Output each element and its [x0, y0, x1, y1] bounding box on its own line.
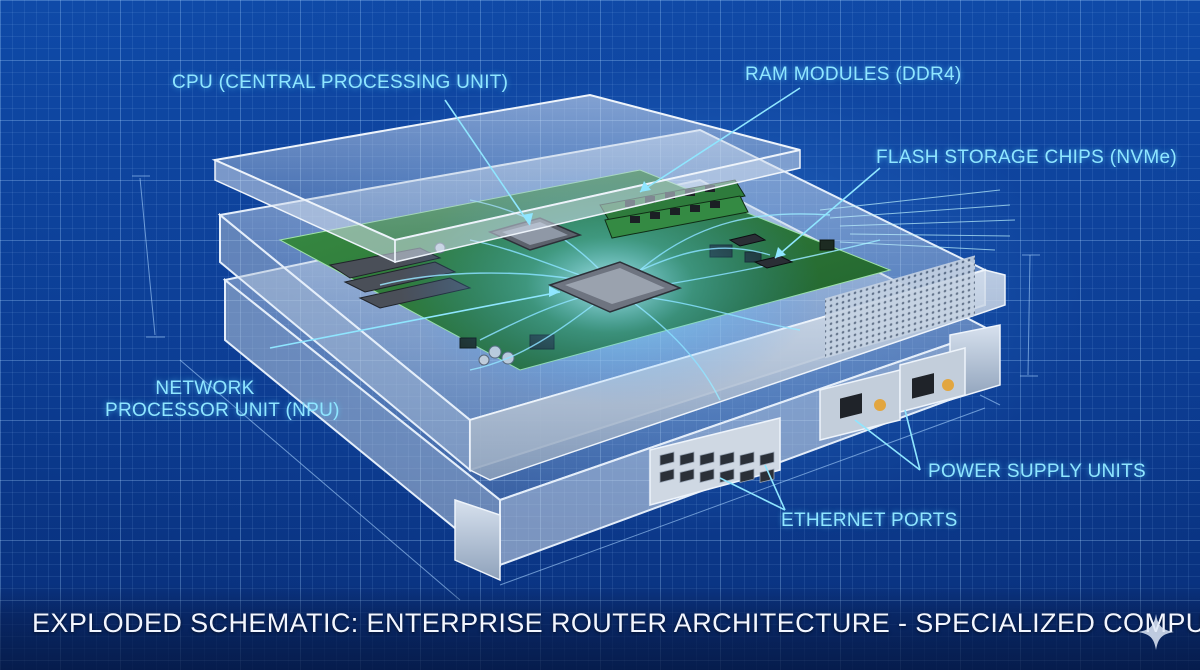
ram-label: RAM MODULES (DDR4) — [745, 64, 962, 85]
flash-label: FLASH STORAGE CHIPS (NVMe) — [876, 147, 1177, 168]
npu-chip — [547, 261, 683, 313]
ethernet-port-block — [649, 417, 781, 506]
power-supply-units — [819, 347, 966, 441]
npu-label-line1: NETWORK — [155, 378, 255, 399]
psu-label: POWER SUPPLY UNITS — [928, 461, 1146, 482]
callout-lines — [269, 87, 921, 511]
sparkle-icon — [1138, 614, 1174, 650]
top-cover-lid — [211, 93, 801, 264]
flash-storage-chips — [728, 233, 794, 269]
ram-modules — [599, 179, 749, 239]
caption-bar — [0, 585, 1200, 670]
data-stream-lines — [819, 189, 1016, 251]
caption: EXPLODED SCHEMATIC: ENTERPRISE ROUTER AR… — [32, 608, 1200, 638]
cpu-label: CPU (CENTRAL PROCESSING UNIT) — [172, 72, 509, 93]
npu-label: NETWORK PROCESSOR UNIT (NPU) — [105, 378, 340, 422]
dimension-lines — [132, 175, 1040, 601]
ethernet-label: ETHERNET PORTS — [781, 510, 958, 531]
npu-label-line2: PROCESSOR UNIT (NPU) — [105, 400, 340, 421]
